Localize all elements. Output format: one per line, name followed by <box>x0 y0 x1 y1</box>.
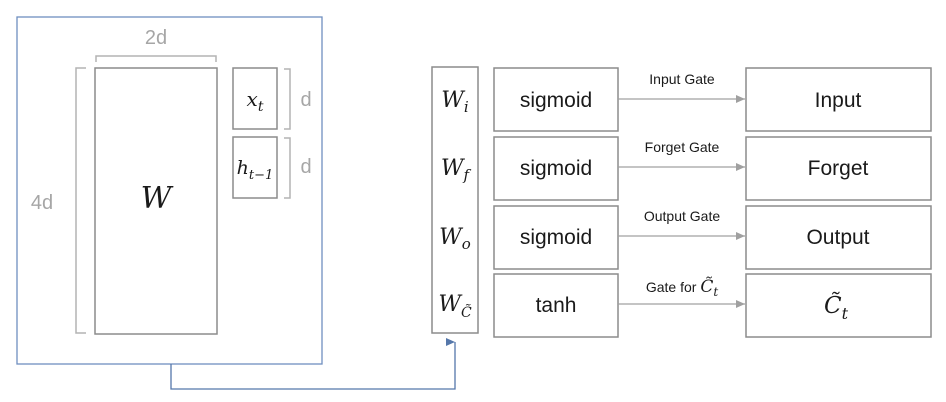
weight-matrix-symbol: W <box>141 181 174 216</box>
matrix-panel <box>16 16 323 365</box>
activation-box <box>493 136 619 201</box>
gate-row: WC̃ tanh Gate for C̃t C̃t <box>438 273 932 338</box>
gate-output-label: C̃t <box>824 293 849 323</box>
activation-label: sigmoid <box>520 157 592 180</box>
gate-arrow-label: Gate for C̃t <box>646 277 718 299</box>
activation-label: sigmoid <box>520 89 592 112</box>
gate-arrow-label: Forget Gate <box>645 139 720 155</box>
gate-arrow-label: Input Gate <box>649 71 715 87</box>
gate-output-label: Forget <box>808 157 869 180</box>
input-x-box <box>232 67 278 130</box>
gate-output-box <box>745 273 932 338</box>
input-x-size-label: d <box>300 89 311 111</box>
gate-arrow-label: Output Gate <box>644 208 720 224</box>
input-h-box <box>232 136 278 199</box>
weight-column <box>431 66 479 334</box>
gate-row: Wo sigmoid Output Gate Output <box>439 205 932 270</box>
height-label: 4d <box>31 192 53 214</box>
gate-weight-label: Wf <box>441 156 472 184</box>
gate-output-box <box>745 205 932 270</box>
weight-matrix-box <box>94 67 218 335</box>
gate-output-label: Output <box>806 226 869 249</box>
activation-label: tanh <box>536 294 577 317</box>
input-x-label: xt <box>247 87 264 115</box>
activation-box <box>493 205 619 270</box>
gate-output-box <box>745 136 932 201</box>
gate-output-box <box>745 67 932 132</box>
input-x-bracket <box>284 68 291 130</box>
activation-box <box>493 273 619 338</box>
input-h-bracket <box>284 137 291 199</box>
gate-output-label: Input <box>815 89 862 112</box>
input-h-label: ht−1 <box>237 157 274 183</box>
width-bracket <box>95 55 217 62</box>
height-bracket <box>75 67 86 334</box>
input-h-size-label: d <box>300 156 311 178</box>
gate-weight-label: Wi <box>441 88 469 116</box>
width-label: 2d <box>145 27 167 49</box>
panel-connector <box>170 338 456 390</box>
gate-row: Wf sigmoid Forget Gate Forget <box>441 136 932 201</box>
gate-weight-label: WC̃ <box>438 292 472 321</box>
gate-row: Wi sigmoid Input Gate Input <box>441 67 932 132</box>
activation-label: sigmoid <box>520 226 592 249</box>
gate-weight-label: Wo <box>439 225 471 253</box>
